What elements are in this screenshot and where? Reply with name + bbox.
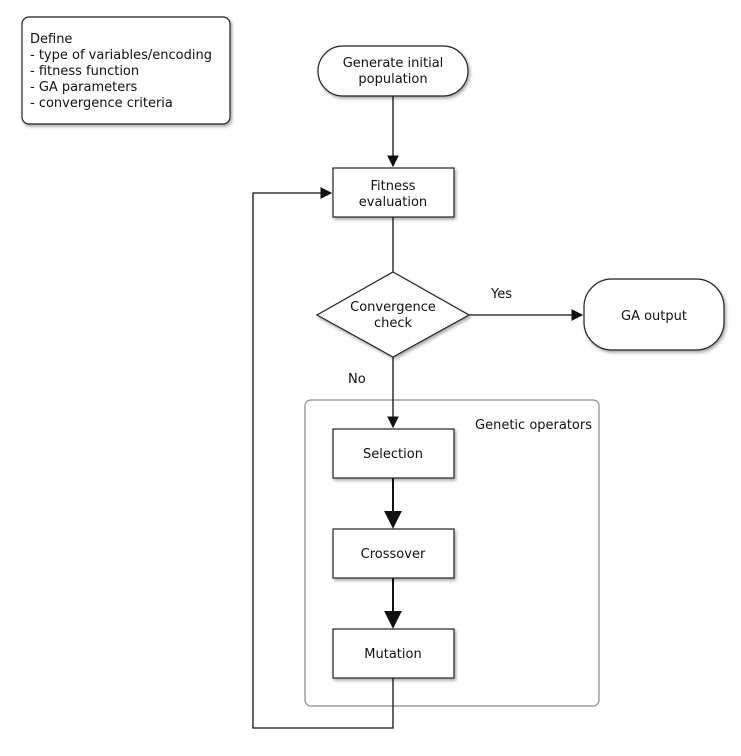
define-title: Define [30, 32, 72, 47]
crossover-node: Crossover [332, 528, 455, 579]
fitness-node: Fitness evaluation [332, 167, 455, 218]
mutation-node: Mutation [332, 628, 455, 679]
edge-label-no: No [348, 372, 366, 387]
define-item-fitness: - fitness function [30, 64, 139, 79]
edge-mutation-loop-to-fitness [252, 187, 394, 729]
define-box: Define - type of variables/encoding - fi… [21, 16, 231, 125]
selection-node-label: Selection [363, 447, 423, 462]
define-item-convergence: - convergence criteria [30, 96, 173, 111]
fitness-node-line-2: evaluation [359, 195, 427, 210]
edge-label-yes: Yes [490, 287, 512, 302]
convergence-node-line-1: Convergence [350, 300, 436, 315]
selection-node: Selection [332, 428, 455, 479]
convergence-node-line-2: check [374, 316, 413, 331]
output-node: GA output [583, 278, 725, 351]
output-node-label: GA output [621, 309, 687, 324]
convergence-node: Convergence check [315, 271, 471, 358]
start-node-line-1: Generate initial [343, 56, 444, 71]
start-node-line-2: population [358, 72, 427, 87]
connectors [252, 96, 584, 729]
genetic-operators-group: Genetic operators [304, 399, 600, 707]
mutation-node-label: Mutation [364, 647, 421, 662]
crossover-node-label: Crossover [361, 547, 426, 562]
fitness-node-line-1: Fitness [370, 179, 415, 194]
define-item-encoding: - type of variables/encoding [30, 48, 212, 63]
start-node: Generate initial population [317, 45, 469, 97]
define-item-parameters: - GA parameters [30, 80, 138, 95]
genetic-operators-label: Genetic operators [475, 418, 592, 433]
